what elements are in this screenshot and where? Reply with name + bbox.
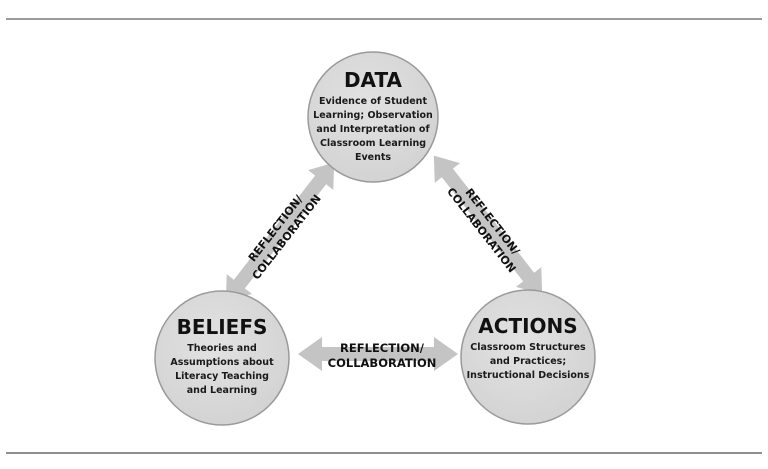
arrow-data-actions: REFLECTION/ COLLABORATION (433, 155, 543, 295)
node-actions: ACTIONS Classroom Structures and Practic… (460, 289, 596, 425)
arrow-label-line2: COLLABORATION (328, 356, 437, 370)
node-circle (307, 51, 439, 183)
node-beliefs: BELIEFS Theories and Assumptions about L… (154, 290, 290, 426)
double-arrow-shape (433, 155, 543, 295)
arrow-label-line1: REFLECTION/ (340, 341, 425, 355)
node-desc-line: Learning; Observation (313, 110, 433, 121)
node-desc-line: Theories and (187, 343, 257, 354)
node-circle (154, 290, 290, 426)
node-desc-line: Assumptions about (170, 357, 274, 368)
node-desc-line: Literacy Teaching (175, 371, 269, 382)
node-desc-line: and Practices; (490, 356, 566, 367)
bottom-rule (6, 452, 762, 454)
node-circle (460, 289, 596, 425)
node-title: BELIEFS (177, 315, 268, 339)
top-rule (6, 18, 762, 20)
node-data: DATA Evidence of Student Learning; Obser… (307, 51, 439, 183)
node-desc-line: Classroom Structures (470, 342, 586, 353)
arrow-beliefs-actions: REFLECTION/ COLLABORATION (298, 337, 458, 371)
node-desc-line: Instructional Decisions (467, 370, 590, 381)
node-title: ACTIONS (478, 314, 577, 338)
node-desc-line: and Interpretation of (316, 124, 430, 135)
node-desc-line: Classroom Learning (320, 138, 426, 149)
node-title: DATA (344, 68, 403, 92)
node-desc-line: Evidence of Student (319, 96, 427, 107)
node-desc-line: Events (355, 152, 391, 163)
double-arrow-shape (298, 337, 458, 371)
arrow-beliefs-data: REFLECTION/ COLLABORATION (225, 162, 335, 302)
double-arrow-shape (225, 162, 335, 302)
node-desc-line: and Learning (187, 385, 257, 396)
